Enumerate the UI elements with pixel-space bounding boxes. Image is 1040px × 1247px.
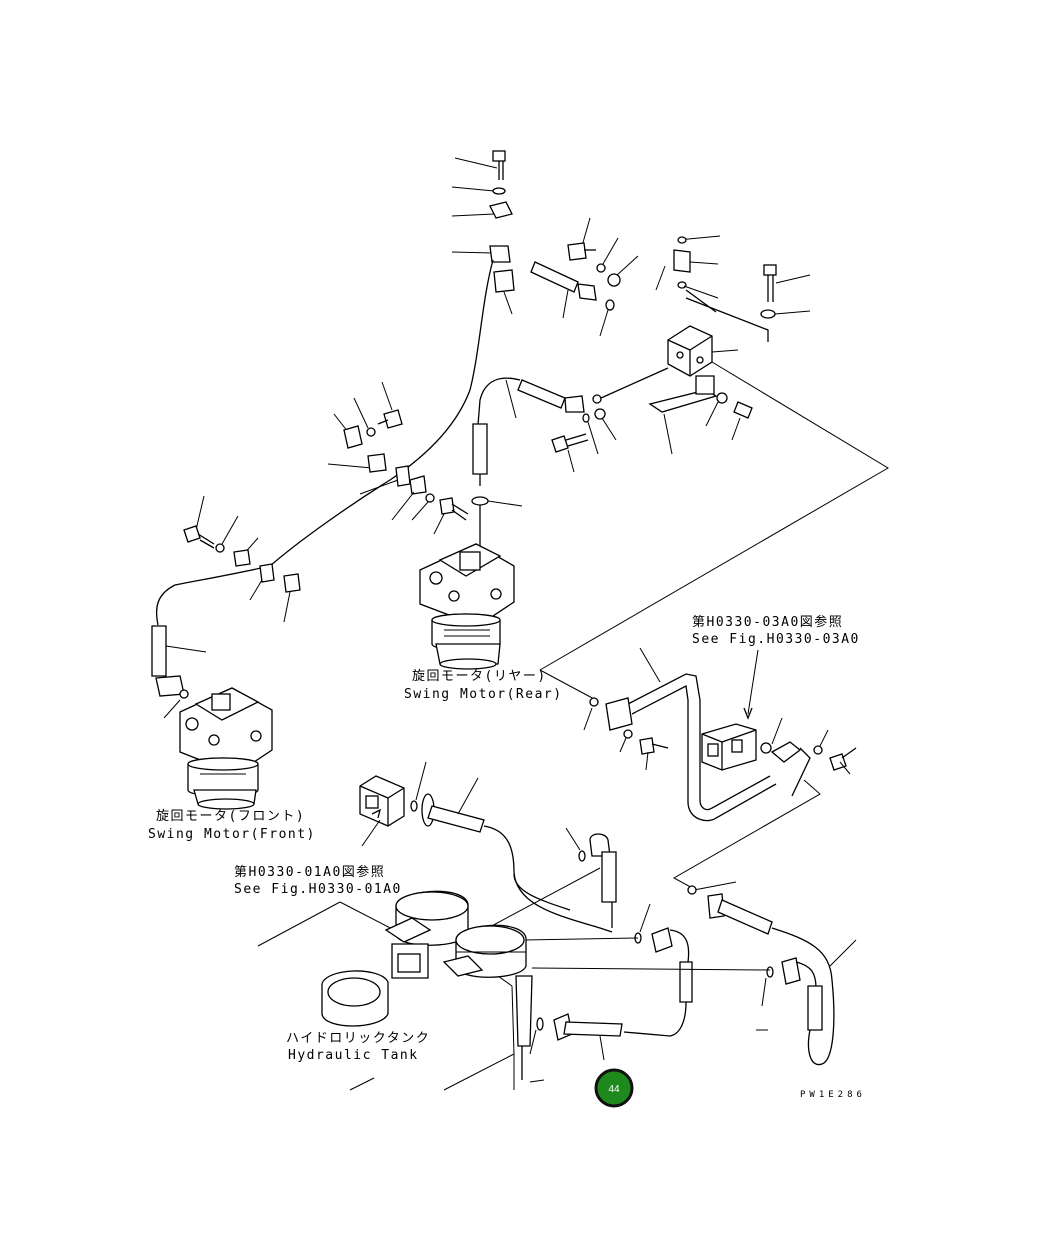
swing-motor-rear-label-en: Swing Motor(Rear) [404,687,563,702]
upper-hose-assembly [530,217,811,377]
ref-03a0-label-en: See Fig.H0330-03A0 [692,632,860,647]
left-block-assembly: 第H0330-01A0図参照 See Fig.H0330-01A0 [234,775,405,897]
ref-01a0-label-jp: 第H0330-01A0図参照 [234,864,385,880]
tank-label-en: Hydraulic Tank [288,1048,419,1063]
ref-01a0-label-en: See Fig.H0330-01A0 [234,882,402,897]
tank-label-jp: ハイドロリックタンク [286,1031,430,1046]
callout-badge-number: 44 [608,1084,620,1095]
swing-motor-front-label-en: Swing Motor(Front) [148,827,316,842]
callout-badge-44[interactable]: 44 [594,1068,634,1108]
top-clamp-assembly [451,150,515,315]
left-clamp-assembly [151,495,301,719]
right-tube-assembly: 第H0330-03A0図参照 See Fig.H0330-03A0 [583,614,860,822]
center-hose-assembly [410,761,771,971]
middle-hose-assembly [471,367,753,548]
ref-03a0-label-jp: 第H0330-03A0図参照 [692,614,843,630]
swing-motor-front-label-jp: 旋回モータ(フロント) [156,809,305,824]
callout-badge-circle [594,1068,634,1108]
mid-left-clamp-assembly [327,381,469,535]
lower-right-hose-assembly [529,881,857,1083]
hydraulic-tank [257,890,533,1091]
swing-motor-rear [419,543,515,670]
swing-motor-rear-label-jp: 旋回モータ(リヤー) [412,669,547,684]
drawing-code: PW1E286 [800,1090,866,1100]
swing-motor-front [179,687,273,810]
